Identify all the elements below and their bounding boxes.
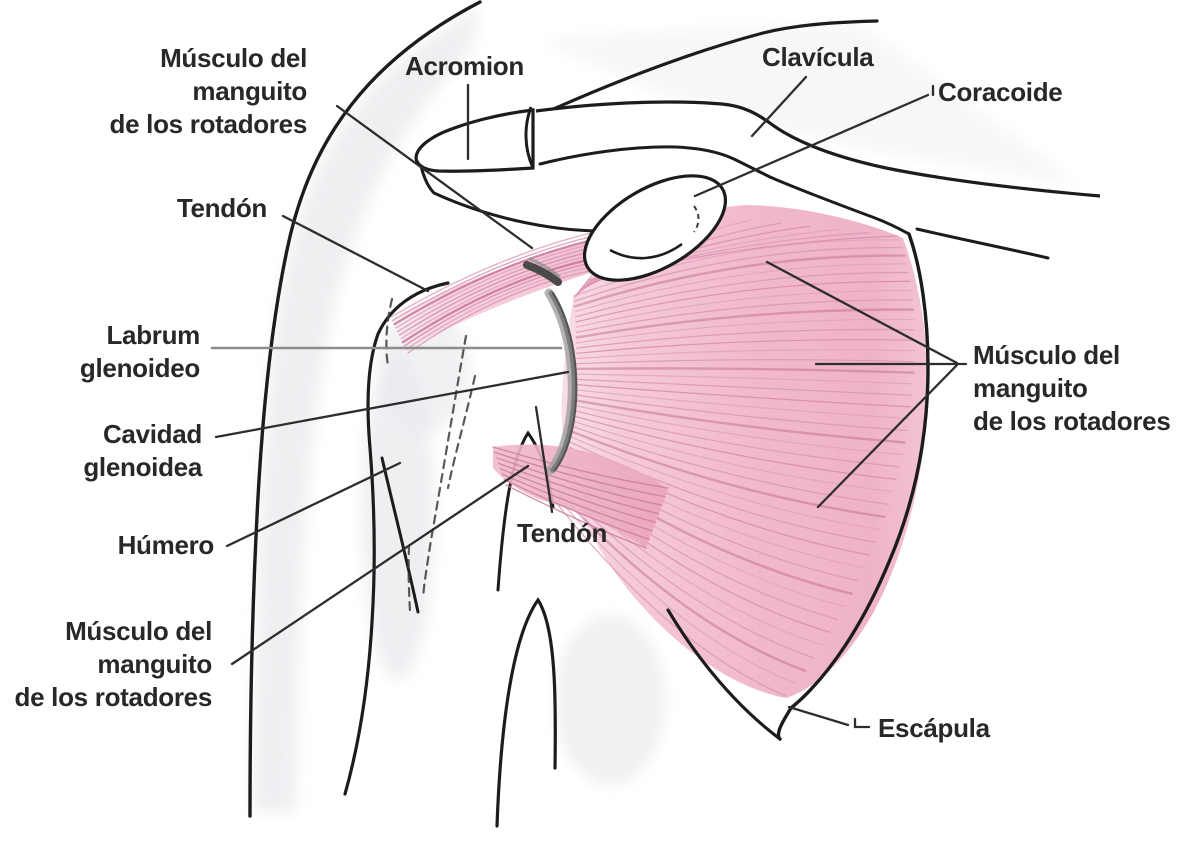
tendon-fibers xyxy=(492,446,669,549)
label-clavicle: Clavícula xyxy=(762,42,874,72)
subscapularis-band xyxy=(492,444,669,549)
body-outline xyxy=(248,0,879,818)
label-muscle-cuff-right: Músculo del manguito de los rotadores xyxy=(973,340,1171,436)
label-muscle-cuff-top: Músculo del manguito de los rotadores xyxy=(109,43,308,139)
leader-glenoid-cavity xyxy=(214,370,570,439)
label-muscle-cuff-bottom: Músculo del manguito de los rotadores xyxy=(14,616,213,712)
leader-tendon-upper xyxy=(281,214,430,293)
deltoid-contour-line xyxy=(915,227,1050,260)
leader-clavicle xyxy=(750,75,808,138)
label-glenoid-cavity: Cavidad glenoidea xyxy=(83,419,202,482)
label-scapula: Escápula xyxy=(878,713,990,743)
clavicle-lower-edge xyxy=(538,145,1050,260)
label-tendon-lower: Tendón xyxy=(517,518,608,548)
leader-humerus xyxy=(225,461,402,548)
leader-muscle-cuff-right xyxy=(765,260,968,509)
label-tendon-upper: Tendón xyxy=(176,193,267,223)
label-humerus: Húmero xyxy=(117,530,215,560)
leader-muscle-cuff-top xyxy=(335,104,534,250)
leader-coracoid xyxy=(693,84,935,198)
clavicle-bone xyxy=(535,100,1101,258)
leader-lines xyxy=(210,75,968,729)
glenoid-labrum xyxy=(523,257,578,475)
body-shading xyxy=(253,8,1080,812)
coracoid-bone xyxy=(582,174,728,282)
leader-tendon-lower xyxy=(534,405,554,514)
leader-scapula xyxy=(787,705,871,729)
label-acromion: Acromion xyxy=(405,51,524,81)
bone-texture-dashes xyxy=(385,297,477,614)
leader-muscle-cuff-bottom xyxy=(230,464,530,666)
label-coracoid: Coracoide xyxy=(938,77,1063,107)
label-labrum: Labrum glenoideo xyxy=(79,320,200,383)
rotator-cuff-muscle-fan xyxy=(557,205,928,698)
